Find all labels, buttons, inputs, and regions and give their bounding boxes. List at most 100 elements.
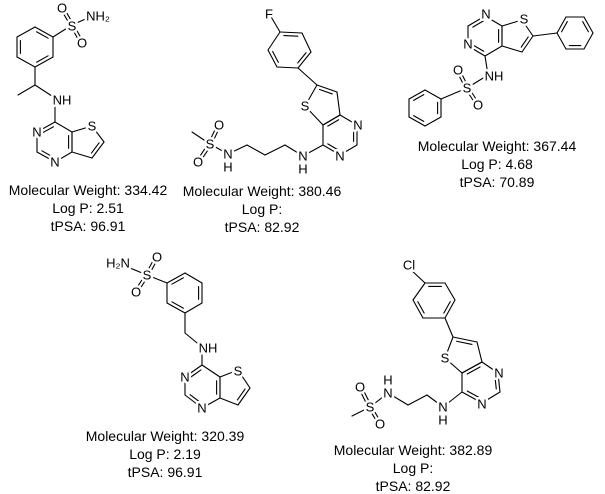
bond (484, 15, 503, 27)
atom-label: N (197, 401, 206, 416)
bond (417, 301, 425, 314)
bond (147, 257, 159, 277)
molecular-weight: Molecular Weight: 367.44 (418, 138, 577, 154)
bond (134, 273, 147, 292)
bond (145, 255, 157, 275)
bond (583, 16, 594, 34)
bond-layer (16, 6, 594, 426)
atom-label: O (375, 417, 385, 432)
bond (91, 141, 105, 159)
bond (297, 51, 312, 69)
compound-4-properties: Molecular Weight: 320.39 Log P: 2.19 tPS… (86, 428, 245, 480)
bond (316, 84, 338, 93)
atom-label: O (57, 1, 67, 16)
bond (166, 272, 186, 284)
bond (16, 56, 36, 68)
bond (60, 8, 72, 27)
atom-label: N (335, 149, 344, 164)
bond (424, 89, 442, 100)
bond (484, 45, 503, 57)
bond (264, 144, 286, 156)
atom-label: O (152, 250, 162, 265)
tpsa: tPSA: 82.92 (225, 219, 300, 235)
atom-label: H (438, 413, 447, 428)
bond (351, 406, 371, 417)
bond (465, 88, 478, 107)
bond (34, 56, 54, 68)
bond (336, 91, 341, 116)
bond (70, 25, 82, 45)
bond (198, 144, 212, 164)
compound-5-structure: Cl S N N N H N H S O O (352, 255, 506, 434)
bond (458, 68, 469, 88)
atom-label: N (353, 118, 362, 133)
atom-label: N (32, 125, 41, 140)
bond (456, 340, 473, 345)
bond (62, 6, 74, 25)
bond (322, 144, 341, 156)
bond (184, 302, 203, 314)
atom-label: N (223, 147, 232, 162)
tpsa: tPSA: 70.89 (460, 174, 535, 190)
bond (412, 115, 425, 122)
bond (339, 114, 358, 126)
bond (301, 32, 312, 53)
bond (34, 84, 56, 99)
bond (36, 151, 56, 163)
atom-label: S (206, 137, 215, 152)
compound-2-properties: Molecular Weight: 380.46 Log P: tPSA: 82… (183, 183, 342, 235)
bond (461, 361, 483, 374)
bond (17, 84, 36, 96)
bond (466, 366, 481, 375)
bond (34, 26, 54, 38)
bond (184, 394, 203, 409)
bond (481, 391, 501, 404)
bond (424, 116, 442, 127)
bond (209, 143, 229, 155)
bond (318, 88, 333, 95)
bond (236, 388, 246, 401)
bond (171, 277, 184, 285)
bond (442, 391, 463, 408)
bond (191, 131, 211, 145)
atom-label: H (383, 373, 392, 388)
bond (501, 19, 523, 27)
bond (360, 385, 372, 407)
bond (426, 394, 444, 408)
bond (532, 32, 558, 37)
bond (327, 143, 340, 151)
bond (368, 407, 380, 426)
bond (41, 150, 54, 158)
bond (117, 262, 148, 276)
bond (189, 369, 202, 379)
bond (408, 267, 426, 284)
molecular-weight: Molecular Weight: 334.42 (9, 182, 168, 198)
bond (370, 405, 382, 424)
atom-label: O (193, 155, 203, 170)
compound-4-structure: H₂N S O O NH N N S (104, 247, 246, 418)
log-p: Log P: 2.51 (52, 200, 124, 216)
bond (246, 144, 266, 156)
compound-3-structure: N N S NH S O O (450, 4, 531, 115)
bond (184, 272, 203, 284)
bond (71, 125, 93, 133)
atom-label: H (298, 162, 307, 177)
atom-label: NH (53, 93, 72, 108)
atom-label: NH (485, 69, 504, 84)
atom-label: N (383, 386, 392, 401)
log-p: Log P: (242, 201, 282, 217)
compound-5-properties: Molecular Weight: 382.89 Log P: tPSA: 82… (334, 442, 493, 494)
bond (521, 19, 534, 37)
bond (284, 144, 304, 157)
bond (72, 23, 84, 43)
bond (227, 144, 248, 155)
bond (472, 44, 485, 52)
bond (369, 392, 389, 408)
bond (136, 275, 149, 294)
atom-label: S (234, 364, 243, 379)
bond (466, 74, 489, 89)
bond (71, 151, 93, 159)
bond (583, 32, 594, 50)
atom-label: N (481, 7, 490, 22)
bond (444, 282, 456, 301)
